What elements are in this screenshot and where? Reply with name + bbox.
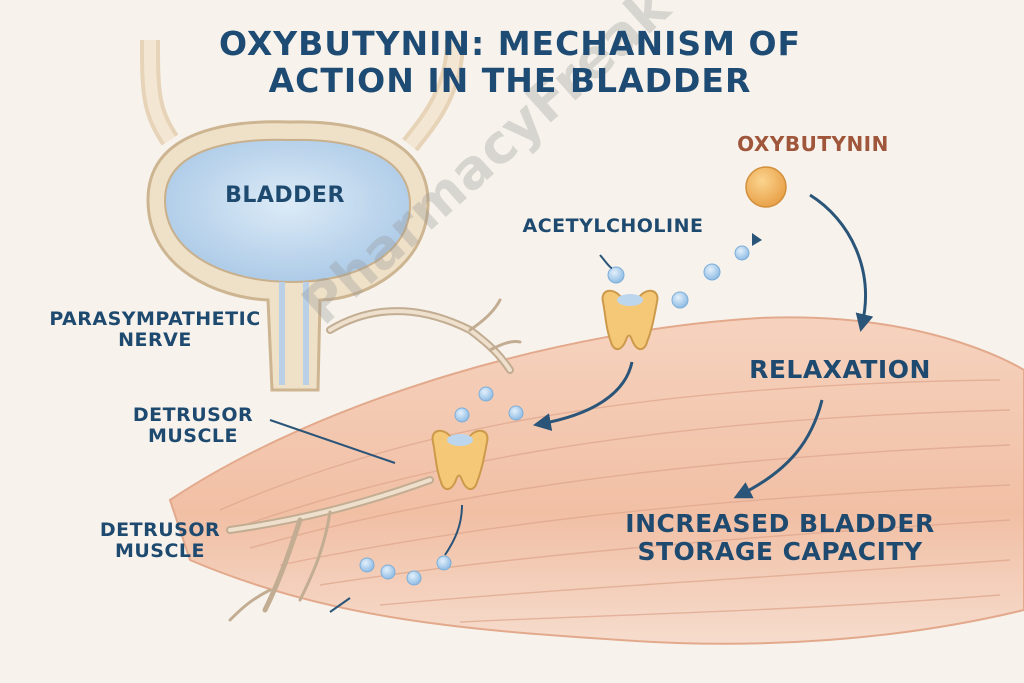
detrusor-muscle-label-upper: DETRUSOR MUSCLE [132,404,254,448]
bladder-icon [140,39,465,392]
oxybutynin-label: OXYBUTYNIN [737,132,889,156]
receptor-icon [431,289,659,491]
bladder-label: BLADDER [225,183,345,208]
increased-capacity-label: INCREASED BLADDER STORAGE CAPACITY [625,509,935,566]
parasympathetic-nerve-label: PARASYMPATHETIC NERVE [49,308,261,352]
page-title: OXYBUTYNIN: MECHANISM OF ACTION IN THE B… [218,24,802,100]
nerve-icon [226,298,522,622]
detrusor-muscle-label-lower: DETRUSOR MUSCLE [99,519,221,563]
acetylcholine-label: ACETYLCHOLINE [522,215,704,237]
oxybutynin-molecule-icon [745,166,787,208]
relaxation-label: RELAXATION [749,355,931,384]
leader-lines [269,254,613,613]
arrow-icon [532,193,874,499]
acetylcholine-dot-icon [359,233,762,586]
